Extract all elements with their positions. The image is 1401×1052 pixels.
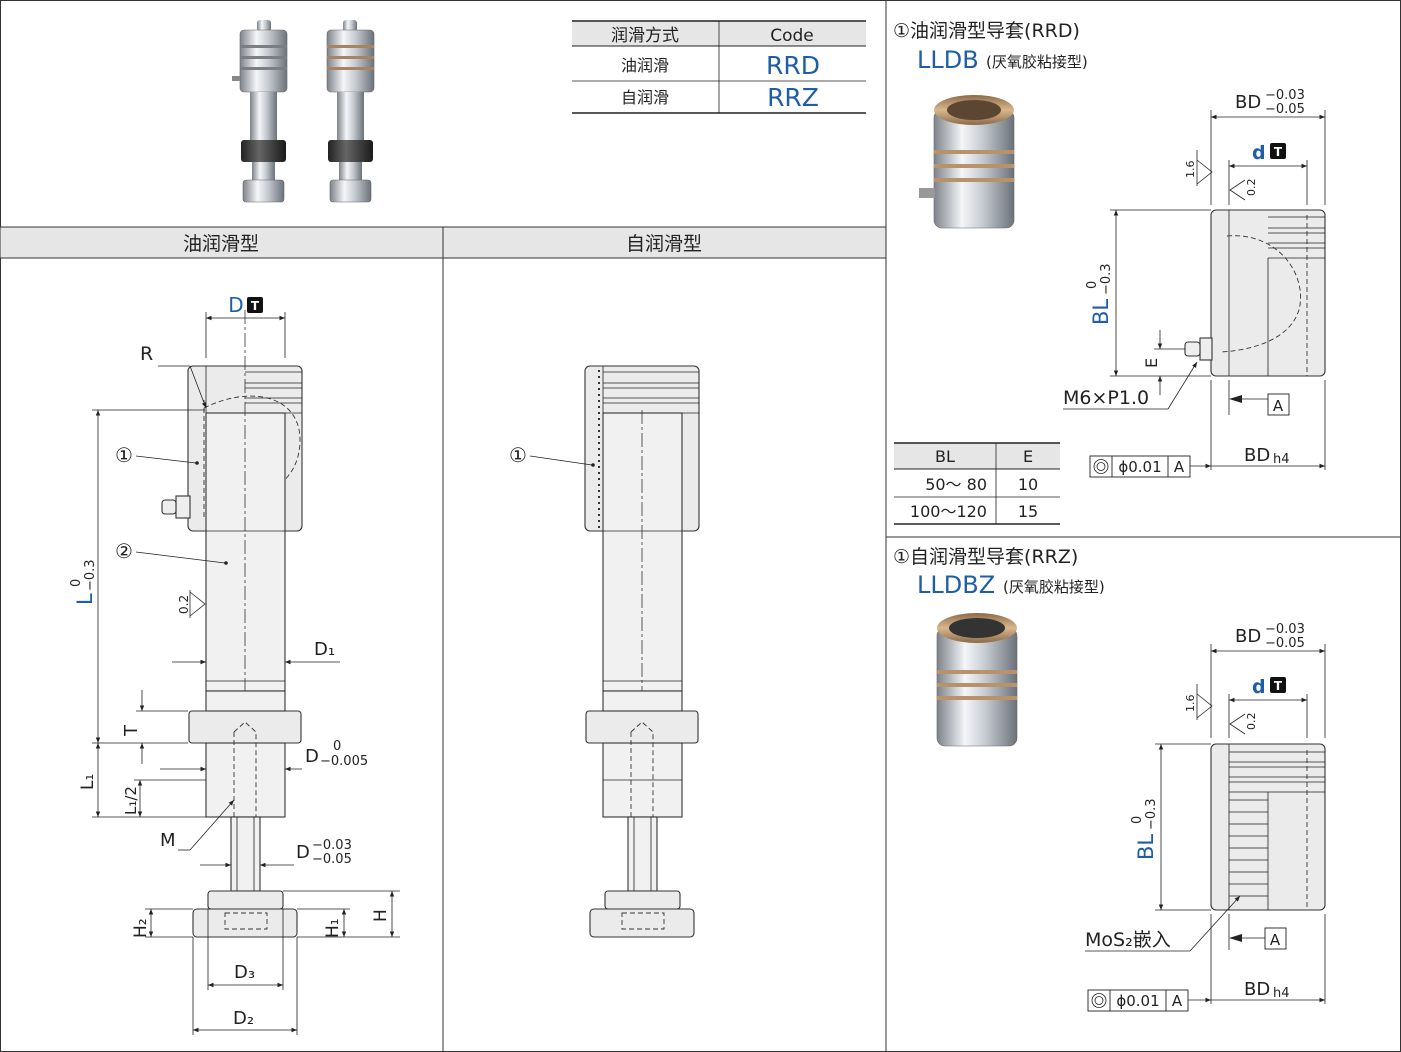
dim-d-tol2-lower: −0.05 [312,852,352,867]
rrz-bl-label: BL [1134,834,1158,860]
dim-d2-label: D₂ [233,1008,254,1029]
rrd-model-note: (厌氧胶粘接型) [986,53,1088,71]
dim-d-mid-label: D [296,842,310,863]
bl-e-table: BL E 50～ 80 10 100～120 15 [894,442,1060,525]
dim-d-lower-label: D [305,746,319,767]
rrd-bdh4-sub: h4 [1273,452,1290,467]
rrz-model-note: (厌氧胶粘接型) [1003,578,1105,596]
rrz-bd-label: BD [1235,626,1261,647]
be-table-r1-bl: 50～ 80 [925,475,987,494]
self-section-title: 自润滑型 [626,233,702,255]
rrz-rough-16: 1.6 [1184,695,1197,713]
oil-lubricated-drawing: D T R ① ② L 0 −0.3 0.2 D₁ [69,293,400,1035]
be-table-r2-bl: 100～120 [910,502,987,521]
rough-02: 0.2 [177,595,191,614]
rrd-panel: ①油润滑型导套(RRD) LLDB (厌氧胶粘接型) BD −0.0 [893,20,1326,478]
rrd-bd-tol-lower: −0.05 [1265,102,1305,117]
dim-l-tol-lower: −0.3 [83,559,98,591]
rrz-t-badge: T [1274,679,1283,693]
rrd-d-label: d [1252,142,1266,164]
callout-2: ② [115,539,133,563]
callout-1: ① [115,443,133,467]
code-table-row-1-method: 油润滑 [621,56,669,75]
rrz-panel: ①自润滑型导套(RRZ) LLDBZ (厌氧胶粘接型) [893,546,1326,1012]
rrz-concentricity-frame: ϕ0.01 A [1087,989,1189,1012]
rrz-rough-02: 0.2 [1245,713,1258,731]
rrd-rough-16: 1.6 [1184,161,1197,179]
rrd-bdh4-label: BD [1244,445,1270,466]
rrd-thread-label: M6×P1.0 [1063,387,1149,409]
rrd-title: ①油润滑型导套(RRD) [893,20,1080,42]
dim-d-tol1-upper: 0 [333,739,341,754]
rrd-e-label: E [1142,358,1161,368]
code-table-row-1-code: RRD [766,51,820,80]
rrd-bushing-photo [919,95,1015,229]
dim-h-label: H [371,909,391,922]
self-lubricated-drawing: ① [509,365,700,938]
dim-d-label: D [228,293,243,317]
rrd-model: LLDB [917,46,979,74]
rrd-datum-a: A [1273,397,1284,415]
self-callout-1: ① [509,443,527,467]
dim-l1-half-label: L₁/2 [122,786,140,815]
rrz-bdh4-label: BD [1244,979,1270,1000]
dim-d-tol2-upper: −0.03 [312,838,352,853]
rrz-bd-tol-lower: −0.05 [1265,636,1305,651]
dim-h2-label: H₂ [131,918,151,938]
rrz-d-label: d [1252,676,1266,698]
rrz-bd-tol-upper: −0.03 [1265,622,1305,637]
rrd-bl-label: BL [1089,299,1113,325]
be-table-header-bl: BL [935,447,955,466]
dim-d3-label: D₃ [234,962,255,983]
code-table-row-2-code: RRZ [767,83,819,112]
code-table-row-2-method: 自润滑 [621,88,669,107]
rrz-bushing-photo [936,613,1018,747]
rrd-rough-02: 0.2 [1245,179,1258,197]
rrd-bd-label: BD [1235,92,1261,113]
rrz-datum-a: A [1270,931,1281,949]
product-photo-self [326,20,375,203]
rrd-concentricity-datum: A [1174,458,1185,476]
rrd-concentricity-frame: ϕ0.01 A [1089,455,1191,478]
dim-l-tol-upper: 0 [69,579,84,587]
rrz-bl-tol-lower: −0.3 [1144,798,1159,830]
dim-l1-label: L₁ [78,774,98,790]
rrd-bl-tol-upper: 0 [1085,281,1100,289]
rrz-bl-tol-upper: 0 [1130,816,1145,824]
dim-r-label: R [140,343,153,365]
rrd-concentricity-value: ϕ0.01 [1118,458,1161,476]
rrz-title: ①自润滑型导套(RRZ) [893,546,1078,568]
be-table-r2-e: 15 [1018,502,1038,521]
product-photo-oil [232,20,288,203]
code-table: 润滑方式 Code 油润滑 RRD 自润滑 RRZ [572,20,866,114]
t-badge: T [251,299,260,313]
be-table-r1-e: 10 [1018,475,1038,494]
rrz-bdh4-sub: h4 [1273,986,1290,1001]
code-table-header-code: Code [770,26,814,46]
dim-d-tol1-lower: −0.005 [320,754,368,769]
rrz-concentricity-datum: A [1172,992,1183,1010]
rrd-t-badge: T [1274,145,1283,159]
be-table-header-e: E [1023,447,1033,466]
oil-section-title: 油润滑型 [183,233,259,255]
rrz-model: LLDBZ [917,571,995,599]
rrd-bl-tol-lower: −0.3 [1099,263,1114,295]
dim-t-label: T [121,724,142,737]
rrz-mos2-label: MoS₂嵌入 [1085,929,1171,951]
code-table-header-method: 润滑方式 [611,26,679,46]
dim-l-label: L [73,593,97,605]
rrd-bd-tol-upper: −0.03 [1265,88,1305,103]
dim-d1-label: D₁ [314,639,335,660]
rrz-concentricity-value: ϕ0.01 [1116,992,1159,1010]
dim-m-label: M [160,830,176,851]
dim-h1-label: H₁ [323,918,343,938]
